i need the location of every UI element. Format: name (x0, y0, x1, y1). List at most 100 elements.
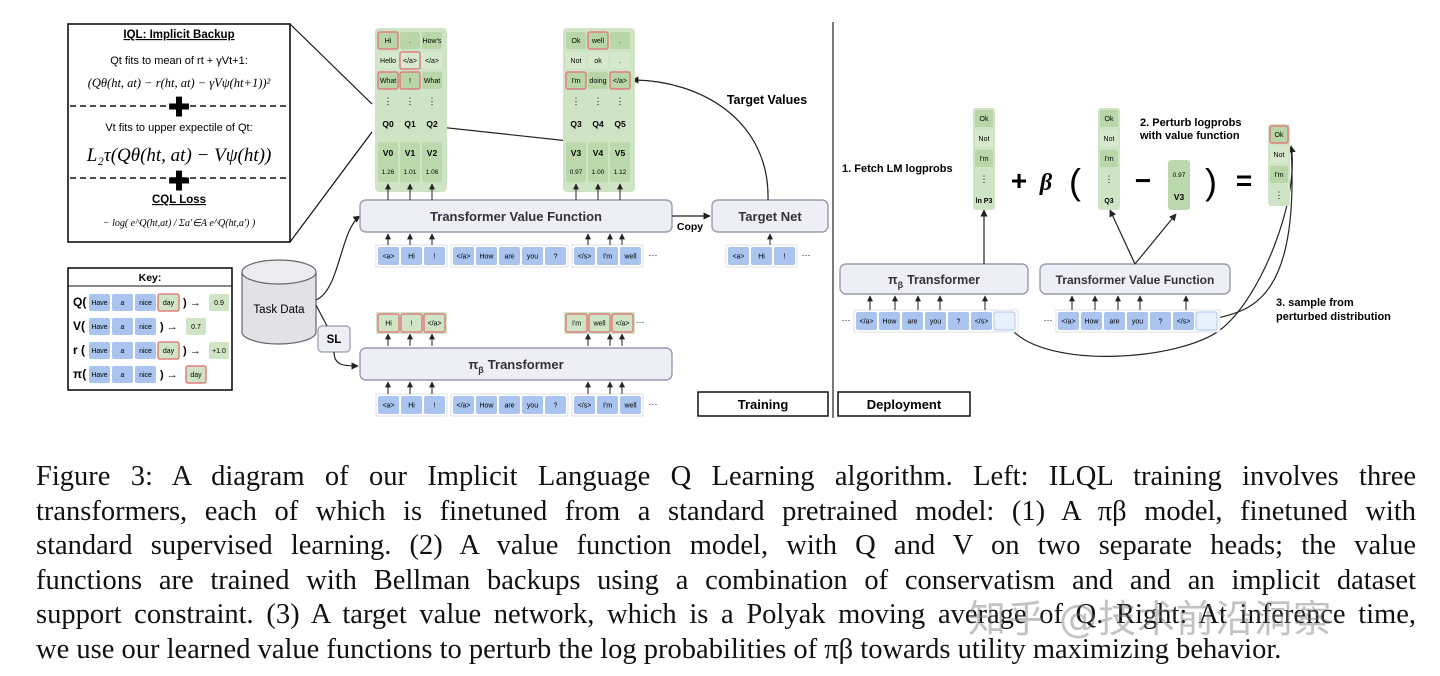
v-value: 1.12 (614, 169, 627, 176)
key-value-bg (186, 318, 206, 335)
q-label: Q1 (404, 119, 416, 129)
target-input-token-bg (751, 247, 772, 265)
key-title: Key: (139, 272, 162, 284)
q-formula: (Qθ(ht, at) − r(ht, at) − γVψ(ht+1))² (88, 76, 271, 90)
policy-output-token-bg (400, 313, 423, 333)
task-data-label: Task Data (253, 304, 305, 316)
deployment-label-box (837, 391, 971, 417)
logprob-token-bg (975, 110, 993, 127)
key-arrow: ) → (160, 369, 178, 381)
cql-title: CQL Loss (152, 194, 206, 206)
q-token: Hello (380, 58, 396, 65)
input-token-bg (620, 247, 641, 265)
caption-line: transformers, each of which is finetuned… (36, 495, 1416, 527)
target-input-token-bg (774, 247, 795, 265)
ellipsis: ··· (649, 250, 658, 260)
policy-input-token-bg (574, 396, 595, 414)
input-token-bg (476, 247, 497, 265)
key-value: day (190, 372, 202, 379)
cql-formula: − log( e^Q(ht,at) / Σa′∈A e^Q(ht,a′) ) (103, 218, 256, 229)
caption-line: functions are trained with Bellman backu… (36, 564, 1416, 596)
input-token-bg (453, 247, 474, 265)
policy-input-token: ! (434, 403, 436, 410)
key-row-label: V( (73, 319, 85, 333)
deploy-policy-token-bg (902, 312, 923, 330)
logprob-token: Not (979, 136, 990, 143)
deploy-policy-token-bg (879, 312, 900, 330)
q-token: Ok (572, 38, 581, 45)
sl-box: SL (317, 325, 351, 353)
policy-input-token-bg (378, 396, 399, 414)
q-token: How's (423, 38, 442, 45)
input-token-bg (597, 247, 618, 265)
input-token: are (504, 254, 514, 261)
q-token-bg (399, 71, 421, 90)
step2-label-b: with value function (1139, 130, 1240, 142)
close-paren: ) (1205, 161, 1217, 202)
key-token-bg (89, 294, 110, 311)
key-token: day (163, 300, 175, 307)
iql-title: IQL: Implicit Backup (123, 29, 234, 41)
policy-input-token: ? (554, 403, 558, 410)
deploy-vf-token: are (1109, 319, 1119, 326)
key-token: a (121, 348, 125, 355)
key-token-bg (112, 366, 133, 383)
v-label: V0 (383, 148, 394, 158)
result-token-bg (1270, 166, 1288, 183)
step3-label-a: 3. sample from (1276, 297, 1354, 309)
q-token: ok (594, 58, 602, 65)
deploy-policy-token: ? (957, 319, 961, 326)
input-token: </a> (456, 254, 470, 261)
key-value: 0.7 (191, 324, 201, 331)
policy-output-token: I'm (572, 321, 581, 328)
equals-operator: = (1236, 165, 1252, 196)
input-token: you (527, 254, 538, 261)
q-vdots: ⋮ (616, 96, 625, 106)
sl-label: SL (327, 334, 342, 346)
q-token-bg (422, 72, 442, 89)
policy-input-token: </a> (456, 403, 470, 410)
v-cell (378, 142, 398, 182)
diagram-svg: IQL: Implicit Backup Qt fits to mean of … (67, 22, 1391, 418)
input-token: ? (554, 254, 558, 261)
copy-label: Copy (677, 221, 703, 233)
key-value-bg (185, 365, 207, 384)
key-token-bg (112, 318, 133, 335)
target-input-token: ! (784, 254, 786, 261)
value-function-label: Transformer Value Function (430, 209, 602, 224)
key-token: Have (91, 372, 107, 379)
v-formula: L₂τ(Qθ(ht, at) − Vψ(ht)) (86, 145, 272, 166)
q-token-bg (566, 52, 586, 69)
v-cell (400, 142, 420, 182)
v-cell (610, 142, 630, 182)
v-label: V5 (615, 148, 626, 158)
key-row-label: Q( (73, 295, 86, 309)
q-token-bg (610, 52, 630, 69)
q-token-bg (587, 31, 609, 50)
policy-input-token: are (504, 403, 514, 410)
caption-line: support constraint. (3) A target value n… (36, 599, 1416, 631)
policy-output-token: Hi (385, 321, 392, 328)
policy-input-token: </s> (578, 403, 592, 410)
deploy-policy-box (839, 263, 1029, 295)
key-token: Have (91, 324, 107, 331)
key-token: day (163, 348, 175, 355)
q-label: Q2 (426, 119, 438, 129)
q-token-bg (400, 32, 420, 49)
key-token-bg (89, 342, 110, 359)
deploy-policy-token: </a> (859, 319, 873, 326)
q-token-bg (588, 52, 608, 69)
key-value: +1.0 (212, 348, 226, 355)
logprob-token: Ok (980, 116, 989, 123)
policy-input-token: I'm (603, 403, 612, 410)
q-token: . (409, 38, 411, 45)
q-token: . (619, 58, 621, 65)
deploy-q-token: I'm (1104, 156, 1113, 163)
deploy-value-function-label: Transformer Value Function (1056, 273, 1215, 287)
deploy-policy-token-empty (993, 311, 1016, 331)
policy-input-token-bg (453, 396, 474, 414)
result-token: Not (1274, 152, 1285, 159)
deploy-vf-token-bg (1058, 312, 1079, 330)
